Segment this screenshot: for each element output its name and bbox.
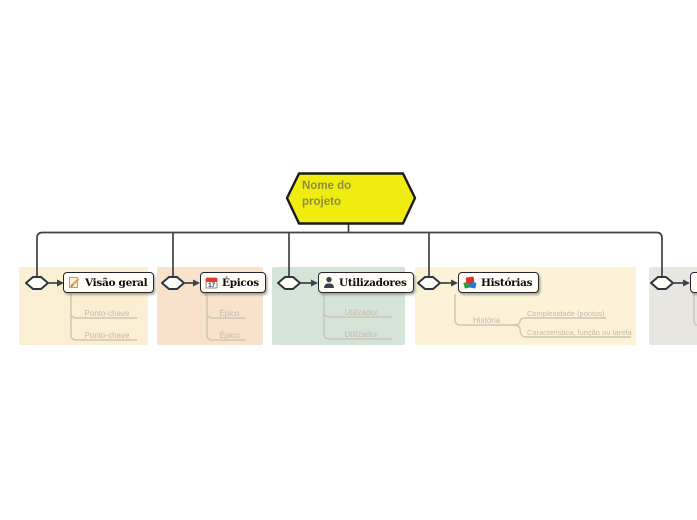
node-epicos[interactable]: 17 Épicos — [200, 272, 266, 293]
node-truncated[interactable] — [690, 272, 697, 293]
grandchild-node-label[interactable]: Característica, função ou tarefa — [527, 328, 632, 337]
child-node-label[interactable]: História — [472, 316, 501, 325]
node-visao-geral[interactable]: Visão geral — [63, 272, 155, 293]
node-historias[interactable]: Histórias — [458, 272, 540, 293]
node-utilizadores[interactable]: Utilizadores — [318, 272, 414, 293]
child-node-label[interactable]: Ponto-chave — [84, 309, 130, 318]
root-hexagon-shape — [285, 172, 417, 225]
node-label: Visão geral — [85, 276, 148, 289]
child-node-label[interactable]: Utilizador — [344, 308, 378, 317]
memo-icon — [68, 276, 81, 289]
node-label: Épicos — [222, 276, 259, 289]
child-node-label[interactable]: Épico — [219, 331, 240, 340]
child-node-label[interactable]: Utilizador — [344, 330, 378, 339]
node-label: Histórias — [481, 276, 533, 289]
child-node-label[interactable]: Épico — [219, 309, 240, 318]
person-icon — [323, 276, 335, 289]
books-icon — [463, 276, 477, 289]
child-node-label[interactable]: Ponto-chave — [84, 331, 130, 340]
svg-text:17: 17 — [208, 282, 215, 289]
grandchild-node-label[interactable]: Complexidade (pontos) — [527, 309, 605, 318]
calendar-icon: 17 — [205, 276, 218, 289]
node-label: Utilizadores — [339, 276, 407, 289]
